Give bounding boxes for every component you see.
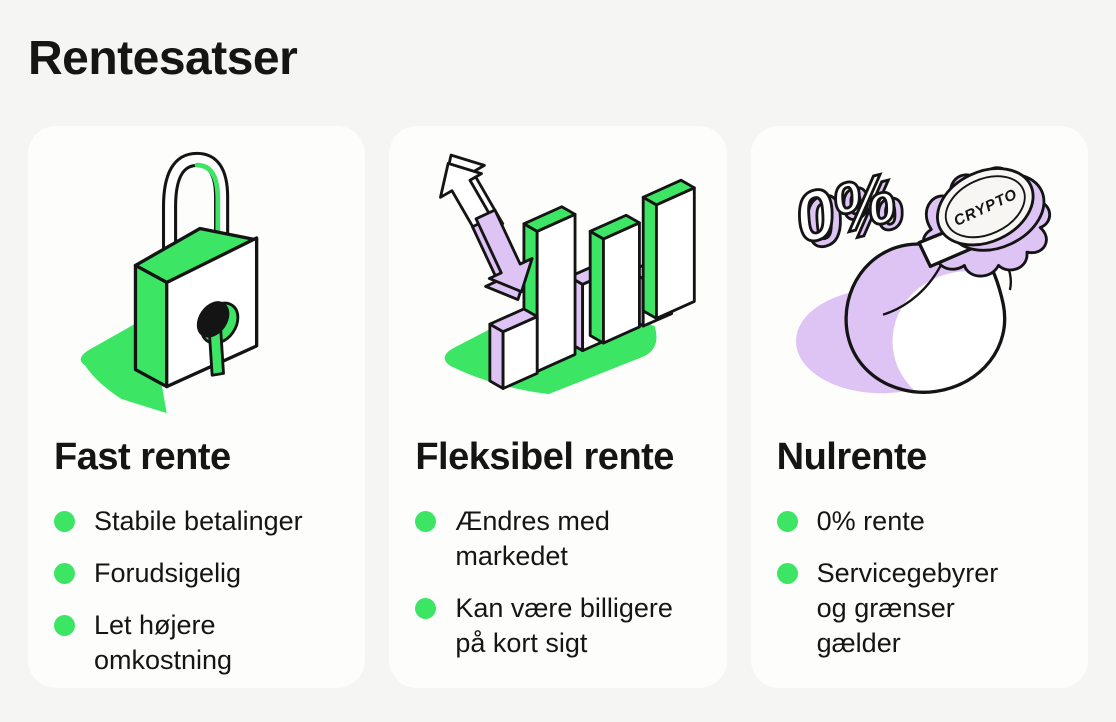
bar-green [641,178,696,320]
bullet-item: Forudsigelig [54,556,339,591]
bar-chart-icon [439,153,696,395]
bullet-text: Ændres med markedet [455,506,610,571]
bullet-text: Servicegebyrer og grænser gælder [816,558,999,658]
bullet-item: Ændres med markedet [415,504,700,574]
bullet-text: Forudsigelig [94,558,242,588]
bullet-item: Servicegebyrer og grænser gælder [776,556,1062,661]
card-title: Nulrente [776,436,928,478]
bullet-item: Stabile betalinger [54,504,339,539]
crypto-money-bag-illustration: CRYPTO 0% 0% [765,128,1074,418]
bullet-dot-icon [54,511,75,532]
card-fast-rente: Fast rente Stabile betalinger Forudsigel… [28,126,366,688]
page-title: Rentesatser [28,32,298,85]
padlock-illustration [42,128,351,418]
bullet-text: Kan være billigere på kort sigt [455,593,673,658]
down-arrow-icon [471,208,534,302]
bullet-dot-icon [415,511,437,532]
bar-purple [488,307,539,390]
bullet-text: 0% rente [816,506,925,536]
money-bag-icon: CRYPTO 0% 0% [785,157,1052,394]
bar-chart-arrows-illustration [403,128,712,418]
cards-row: Fast rente Stabile betalinger Forudsigel… [28,126,1088,688]
bullet-dot-icon [54,615,75,636]
card-title: Fast rente [54,436,231,478]
lock-keyhole [196,301,239,377]
bullet-item: Kan være billigere på kort sigt [415,591,700,661]
bullet-item: Let højere omkostning [54,608,339,678]
lock-shackle [161,151,229,283]
bullet-dot-icon [54,563,75,584]
card-nulrente: CRYPTO 0% 0% Nulrente 0% rente Servicege… [750,126,1088,688]
bullet-text: Let højere omkostning [94,610,233,675]
bullet-list: Stabile betalinger Forudsigelig Let høje… [54,504,339,678]
bullet-text: Stabile betalinger [94,506,303,536]
page: Rentesatser [28,32,1088,688]
bar-green [588,213,641,345]
crypto-coin: CRYPTO [936,167,1046,252]
bullet-dot-icon [415,598,437,619]
bullet-list: 0% rente Servicegebyrer og grænser gælde… [776,504,1062,661]
bullet-dot-icon [776,511,798,532]
bullet-list: Ændres med markedet Kan være billigere p… [415,504,700,661]
bullet-item: 0% rente [776,504,1062,539]
bullet-dot-icon [776,563,798,584]
card-fleksibel-rente: Fleksibel rente Ændres med markedet Kan … [389,126,727,688]
card-title: Fleksibel rente [415,436,674,478]
padlock-icon [80,151,258,414]
lock-body [133,226,258,389]
